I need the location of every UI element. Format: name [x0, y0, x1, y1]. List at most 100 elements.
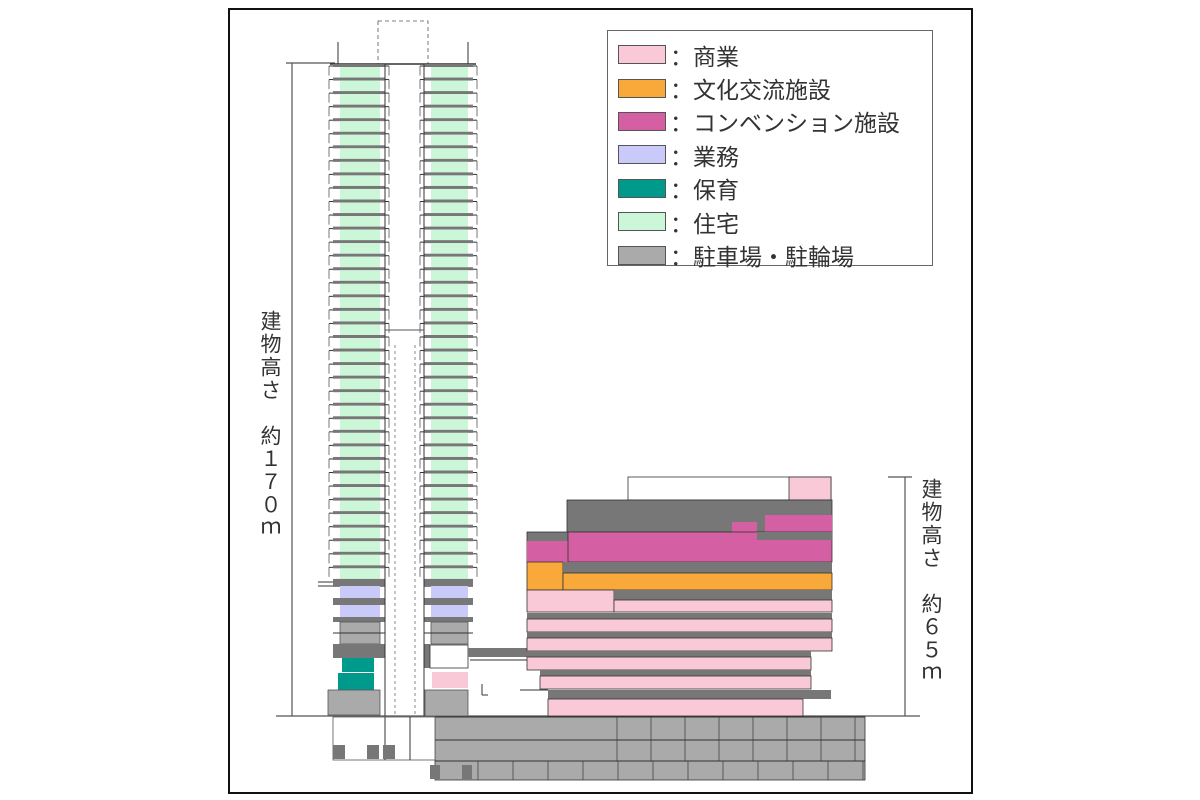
residential-floor	[340, 514, 380, 525]
legend-swatch	[618, 212, 666, 232]
residential-floor	[340, 94, 380, 105]
floor-slab	[333, 470, 385, 474]
commercial-floor	[432, 672, 468, 688]
convention-floor	[732, 522, 757, 532]
floor-slab	[333, 267, 385, 271]
residential-floor	[431, 392, 468, 403]
floor-slab	[333, 416, 385, 420]
floor-slab	[333, 617, 385, 622]
floor-slab	[424, 429, 473, 433]
tower-height-label: 建物高さ 約１７０ｍ	[258, 310, 282, 540]
footing	[333, 745, 345, 759]
basement	[332, 716, 866, 781]
residential-floor	[431, 216, 468, 227]
floor-slab	[333, 484, 385, 488]
floor-slab	[333, 644, 385, 658]
footing	[367, 745, 379, 759]
floor-slab	[333, 551, 385, 555]
parking-floor	[424, 689, 469, 717]
floor-slab	[424, 456, 473, 460]
floor-slab	[333, 77, 385, 81]
commercial-floor	[539, 675, 812, 690]
residential-floor	[340, 527, 380, 539]
floor-slab	[333, 185, 385, 189]
legend-swatch	[618, 145, 666, 165]
residential-floor	[340, 365, 380, 376]
tower	[318, 20, 527, 717]
floor-slab	[563, 562, 832, 573]
office-floor	[340, 605, 380, 617]
residential-floor	[431, 175, 468, 186]
residential-floor	[431, 188, 468, 200]
legend-label: ：文化交流施設	[670, 78, 831, 105]
residential-floor	[340, 283, 380, 295]
residential-floor	[431, 161, 468, 173]
floor-slab	[540, 670, 811, 676]
legend-item-office: ：業務	[618, 138, 932, 171]
office-floor	[340, 586, 380, 598]
canopy	[803, 690, 831, 699]
floor-slab	[333, 375, 385, 379]
floor-slab	[424, 389, 473, 393]
residential-floor	[340, 175, 380, 186]
residential-floor	[340, 148, 380, 159]
legend-label: ：コンベンション施設	[670, 111, 900, 138]
basement-parking	[434, 716, 866, 781]
residential-floor	[340, 473, 380, 485]
floor-slab	[333, 199, 385, 203]
floor-slab	[333, 321, 385, 325]
floor-slab	[548, 690, 803, 699]
floor-slab	[424, 583, 473, 586]
floor-slab	[424, 294, 473, 298]
floor-slab	[424, 598, 473, 605]
residential-floor	[340, 121, 380, 132]
footing	[383, 745, 395, 759]
floor-slab	[424, 362, 473, 366]
residential-floor	[340, 338, 380, 349]
floor-slab	[424, 267, 473, 271]
floor-slab	[333, 240, 385, 244]
commercial-floor	[613, 599, 833, 613]
podium	[470, 476, 833, 717]
floor-slab	[424, 64, 473, 67]
floor-slab	[333, 598, 385, 605]
floor-slab	[424, 280, 473, 284]
floor-slab	[333, 172, 385, 176]
floor-slab	[333, 348, 385, 352]
residential-floor	[431, 514, 468, 525]
floor-slab	[424, 104, 473, 108]
floor-slab	[757, 532, 832, 540]
floor-slab	[333, 226, 385, 230]
residential-floor	[431, 459, 468, 471]
floor-slab	[333, 389, 385, 393]
parking-floor	[327, 689, 381, 716]
floor-slab	[333, 429, 385, 433]
floor-slab	[333, 307, 385, 311]
floor-slab	[333, 362, 385, 366]
footing	[430, 765, 440, 779]
residential-floor	[431, 94, 468, 105]
floor-slab	[424, 443, 473, 447]
residential-floor	[340, 487, 380, 498]
residential-floor	[431, 297, 468, 308]
floor-slab	[333, 402, 385, 406]
convention-floor	[527, 541, 568, 562]
residential-floor	[340, 67, 380, 78]
residential-floor	[340, 351, 380, 363]
floor-slab	[333, 294, 385, 298]
footing	[462, 765, 472, 779]
floor-slab	[333, 335, 385, 338]
diagram-frame	[228, 8, 973, 794]
lobby	[429, 644, 469, 669]
commercial-rooftop	[788, 476, 832, 501]
floor-slab	[333, 213, 385, 217]
floor-slab	[527, 632, 832, 638]
residential-floor	[431, 365, 468, 376]
floor-slab	[424, 199, 473, 203]
podium-height-label: 建物高さ 約６５ｍ	[919, 478, 943, 685]
floor-slab	[424, 497, 473, 501]
floor-slab	[424, 91, 473, 95]
residential-floor	[431, 378, 468, 390]
legend-label: ：業務	[670, 144, 739, 171]
